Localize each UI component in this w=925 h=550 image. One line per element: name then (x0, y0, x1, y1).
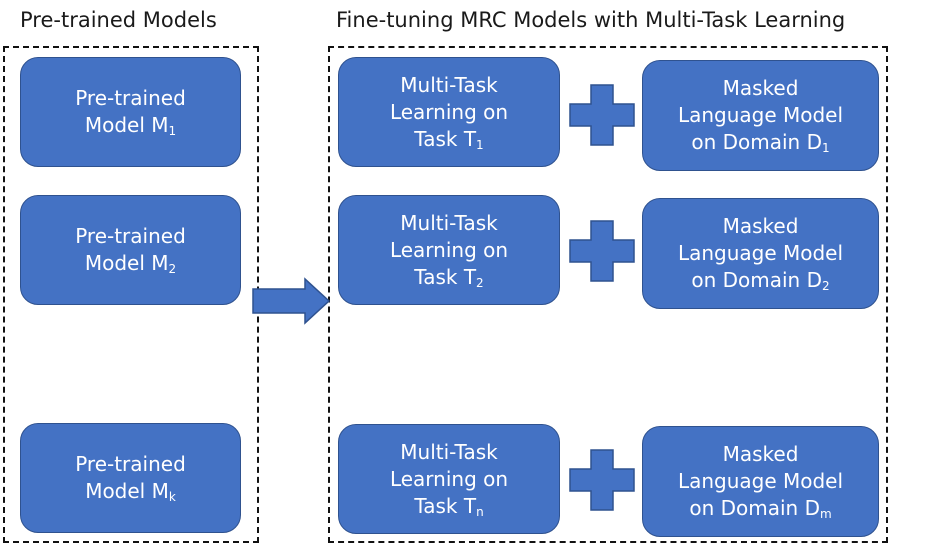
subscript: 1 (476, 137, 484, 152)
pretrained-model-box-k: Pre-trained Model Mk (20, 423, 241, 533)
pretrained-model-line1: Pre-trained (75, 86, 186, 110)
pretrained-model-line2: Model M1 (84, 113, 177, 138)
fine-tuning-title: Fine-tuning MRC Models with Multi-Task L… (336, 8, 846, 32)
pretrained-models-title: Pre-trained Models (20, 8, 217, 32)
mlm-line3: on Domain D2 (691, 268, 830, 293)
task-line3: Task Tn (414, 493, 484, 519)
subscript: 2 (822, 279, 830, 293)
multitask-box-n: Multi-Task Learning on Task Tn (338, 424, 560, 534)
task-line1: Multi-Task (400, 210, 498, 235)
task-line1: Multi-Task (400, 72, 498, 97)
subscript: k (168, 490, 176, 504)
plus-icon (569, 84, 635, 146)
plus-icon (569, 449, 635, 511)
pretrained-model-box-1: Pre-trained Model M1 (20, 57, 241, 167)
task-line3: Task T2 (414, 264, 484, 290)
task-line2: Learning on (389, 466, 509, 491)
task-line2: Learning on (389, 99, 509, 124)
task-line2: Learning on (389, 237, 509, 262)
mlm-line3: on Domain D1 (691, 130, 830, 155)
subscript: 1 (822, 141, 830, 155)
plus-icon (569, 220, 635, 282)
mlm-line2: Language Model (677, 103, 844, 127)
mlm-line2: Language Model (677, 241, 844, 265)
subscript: m (819, 507, 832, 521)
mlm-line1: Masked (722, 76, 799, 100)
pretrained-model-box-2: Pre-trained Model M2 (20, 195, 241, 305)
pretrained-model-line2: Model Mk (85, 479, 176, 504)
task-line3: Task T1 (414, 126, 484, 152)
pretrained-model-line1: Pre-trained (75, 224, 186, 248)
masked-lm-box-m: Masked Language Model on Domain Dm (642, 426, 879, 537)
subscript: 2 (476, 275, 484, 290)
task-line1: Multi-Task (400, 439, 498, 464)
subscript: n (476, 504, 484, 519)
multitask-box-1: Multi-Task Learning on Task T1 (338, 57, 560, 167)
pretrained-model-line2: Model M2 (84, 251, 177, 276)
mlm-line1: Masked (722, 442, 799, 466)
mlm-line3: on Domain Dm (689, 496, 832, 521)
masked-lm-box-2: Masked Language Model on Domain D2 (642, 198, 879, 309)
right-arrow-icon (252, 277, 331, 325)
multitask-box-2: Multi-Task Learning on Task T2 (338, 195, 560, 305)
mlm-line2: Language Model (677, 469, 844, 493)
subscript: 2 (168, 262, 177, 276)
subscript: 1 (168, 124, 177, 138)
fine-tuning-frame (328, 46, 888, 543)
pretrained-model-line1: Pre-trained (75, 452, 186, 476)
mlm-line1: Masked (722, 214, 799, 238)
masked-lm-box-1: Masked Language Model on Domain D1 (642, 60, 879, 171)
